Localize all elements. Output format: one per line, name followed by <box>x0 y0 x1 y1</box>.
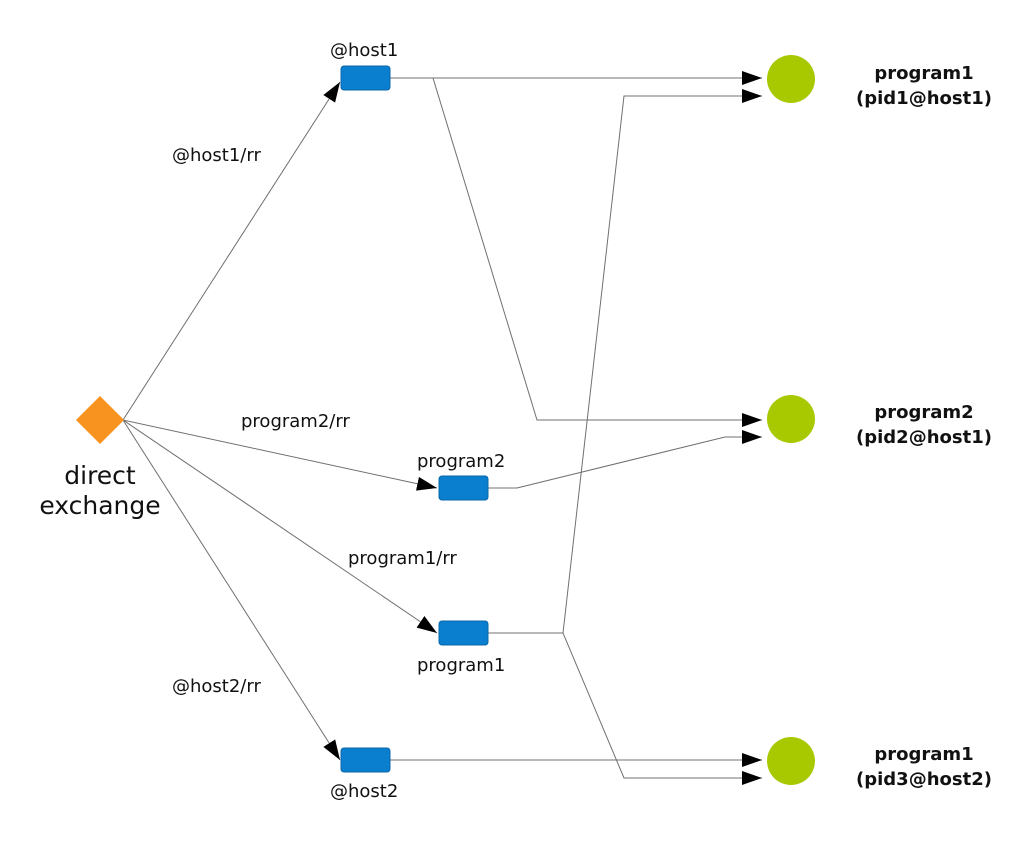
queue-host1 <box>340 65 391 91</box>
route-label-program2: program2/rr <box>241 411 350 432</box>
queue-program1 <box>438 620 489 646</box>
route-label-host1: @host1/rr <box>172 145 261 166</box>
queue-label-host1: @host1 <box>330 40 398 61</box>
queue-host2 <box>340 747 391 773</box>
queue-label-host2: @host2 <box>330 781 398 802</box>
exchange-diamond <box>75 395 125 445</box>
consumer-2-name: program2 <box>874 402 973 423</box>
edge-exchange-to-program1-queue <box>122 419 438 634</box>
exchange-label-line2: exchange <box>39 491 160 520</box>
consumer-3-pid: (pid3@host2) <box>856 769 992 790</box>
edge-exchange-to-program2-queue <box>122 419 438 491</box>
consumer-2-pid: (pid2@host1) <box>856 427 992 448</box>
queue-label-program1: program1 <box>417 655 505 676</box>
consumer-1-pid: (pid1@host1) <box>856 88 992 109</box>
consumer-1-name: program1 <box>874 63 973 84</box>
route-label-host2: @host2/rr <box>172 676 261 697</box>
edge-program1-to-consumer3 <box>488 632 762 785</box>
queue-label-program2: program2 <box>417 451 505 472</box>
consumer-node-2 <box>767 395 815 443</box>
exchange-label-line1: direct <box>64 461 136 490</box>
edge-host1-to-consumer2 <box>390 77 762 427</box>
consumer-3-name: program1 <box>874 744 973 765</box>
edge-program1-to-consumer1 <box>488 89 762 634</box>
route-label-program1: program1/rr <box>348 548 457 569</box>
consumer-node-1 <box>767 55 815 103</box>
edge-exchange-to-host2-queue <box>122 419 341 761</box>
edge-exchange-to-host1-queue <box>122 81 341 421</box>
edge-program2-to-consumer2 <box>488 430 762 489</box>
consumer-node-3 <box>767 737 815 785</box>
queue-program2 <box>438 475 489 501</box>
